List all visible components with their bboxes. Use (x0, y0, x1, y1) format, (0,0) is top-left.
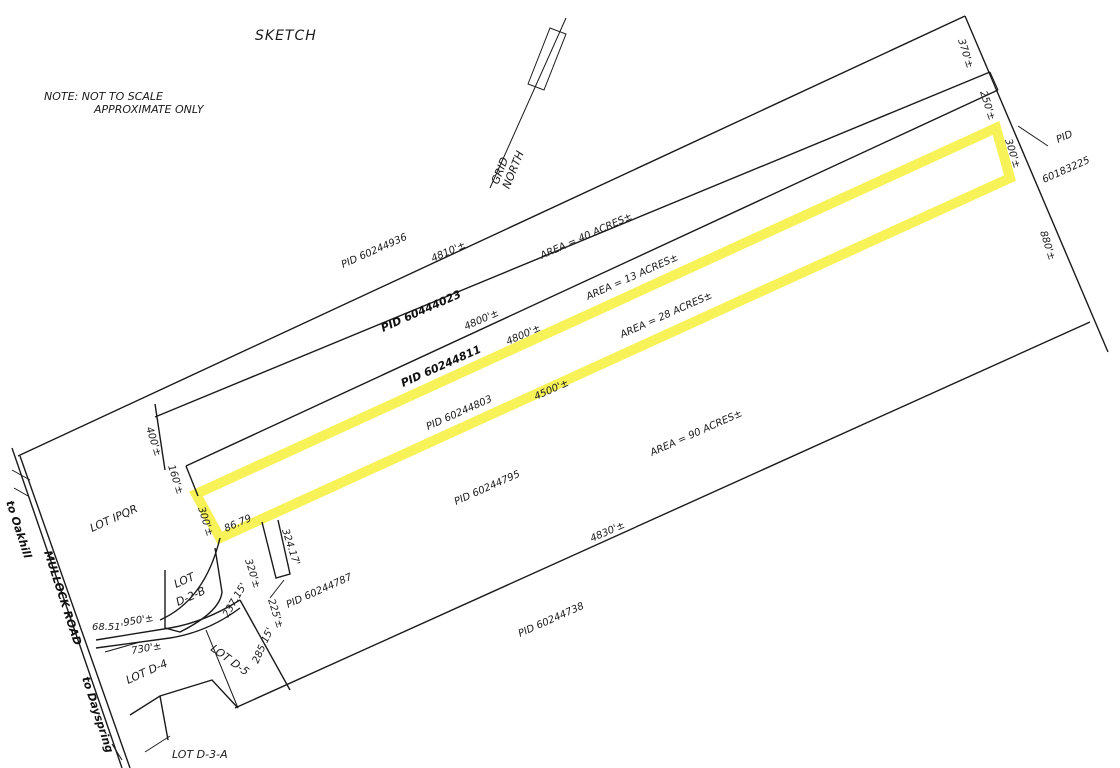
line-pid-60183225 (1017, 125, 1049, 147)
highlighted-parcel (189, 121, 1016, 545)
label-to-oakhill: to Oakhill (3, 499, 34, 560)
boundary-east-mid (989, 71, 999, 91)
arrow-dayspring (111, 743, 123, 761)
boundary-4800 (185, 89, 999, 467)
label-pid-60244738: PID 60244738 (517, 601, 586, 640)
road-centerline (11, 469, 31, 481)
label-pid-60244936: PID 60244936 (340, 232, 409, 271)
lot-d4-d5-divider (205, 629, 239, 709)
road-edge-west (11, 447, 123, 768)
drive-line-950 (95, 599, 241, 641)
note-line-1: NOTE: NOT TO SCALE (44, 90, 163, 103)
label-dim-950: 950'± (123, 613, 155, 629)
road-edge-east (19, 455, 131, 768)
grid-north-label: GRID NORTH (489, 149, 527, 191)
arrow-oakhill (13, 487, 29, 497)
label-dim-4810: 4810'± (430, 240, 468, 265)
boundary-north (17, 15, 966, 457)
note-line-2: APPROXIMATE ONLY (93, 103, 205, 116)
label-lot-d4: LOT D-4 (124, 657, 170, 687)
label-dim-880: 880'± (1037, 230, 1057, 262)
label-pid-60183225-b: 60183225 (1041, 155, 1092, 186)
label-area-90: AREA = 90 ACRES± (648, 408, 744, 459)
label-dim-4830: 4830'± (589, 520, 627, 545)
label-dim-225: 225'± (265, 598, 285, 630)
label-dim-400: 400'± (143, 426, 163, 458)
grid-north-arrow (527, 27, 567, 91)
lot-d4-south (129, 679, 239, 716)
label-dim-160: 160'± (165, 464, 185, 496)
label-lot-d5: LOT D-5 (208, 642, 251, 678)
boundary-4830 (234, 321, 1091, 709)
label-dim-370: 370'± (955, 38, 975, 70)
label-lot-ipqr: LOT IPQR (88, 502, 140, 535)
boundary-west-400 (154, 403, 166, 471)
arrow-225 (269, 579, 285, 599)
label-dim-6851: 68.51' (92, 622, 123, 633)
label-pid-60244795: PID 60244795 (453, 469, 522, 508)
label-mullock-road: MULLOCK ROAD (41, 549, 84, 647)
lot-d5-east (239, 599, 291, 691)
drive-line-730 (95, 607, 241, 649)
label-pid-60444023: PID 60444023 (379, 288, 463, 335)
label-dim-730: 730'± (131, 641, 163, 657)
arrow-d3a (144, 735, 171, 753)
sketch-title: SKETCH (255, 28, 317, 44)
pid-60244787-notch (261, 519, 291, 579)
lot-d3a-line (159, 695, 169, 741)
label-lot-d3a: LOT D-3-A (172, 748, 228, 761)
label-dim-250: 250'± (977, 90, 997, 122)
boundary-west-lower (185, 465, 199, 497)
label-dim-23715: 237.15' (221, 581, 249, 619)
label-area-40: AREA = 40 ACRES± (538, 211, 634, 262)
label-pid-60244787: PID 60244787 (285, 572, 355, 611)
label-pid-60183225-a: PID (1055, 129, 1075, 146)
boundary-4810-inner (154, 71, 991, 418)
grid-north-line (489, 17, 567, 189)
label-dim-32417: 324.17' (279, 528, 301, 567)
lot-d2b-boundary (164, 547, 223, 633)
arrow-730 (104, 641, 141, 653)
lot-ipqr-curve (159, 537, 221, 621)
